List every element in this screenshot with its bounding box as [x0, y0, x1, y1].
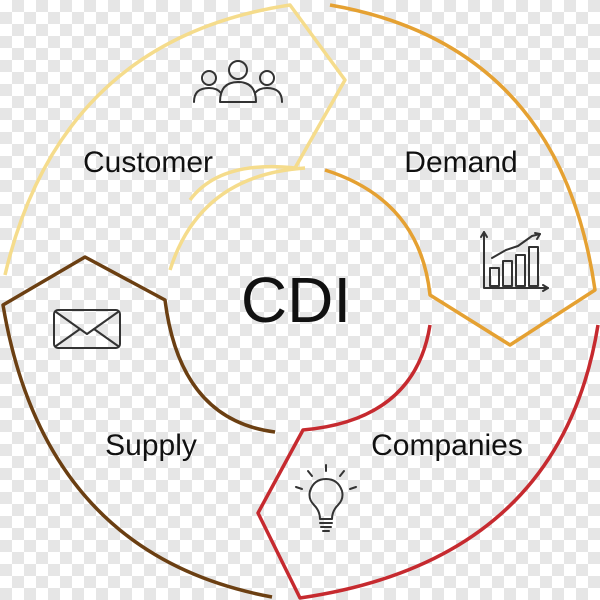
segment-demand	[324, 3, 597, 347]
segment-customer-inner-path	[168, 166, 306, 271]
envelope-icon	[53, 309, 121, 349]
segment-supply	[1, 255, 276, 599]
segment-supply-outer-path	[1, 255, 276, 599]
segment-companies-outer-path	[256, 324, 600, 600]
segment-demand-label: Demand	[404, 146, 517, 179]
segment-customer-label: Customer	[83, 146, 213, 179]
lightbulb-icon	[295, 464, 357, 532]
bar-chart-icon	[480, 231, 549, 292]
segment-supply-label: Supply	[105, 429, 197, 462]
segment-customer	[3, 3, 347, 276]
segment-companies	[256, 324, 600, 600]
segment-demand-outer-path	[324, 3, 597, 347]
people-icon	[193, 60, 283, 103]
segment-customer-outer-path	[3, 3, 347, 276]
segment-companies-label: Companies	[371, 429, 523, 462]
center-label: CDI	[241, 264, 351, 336]
